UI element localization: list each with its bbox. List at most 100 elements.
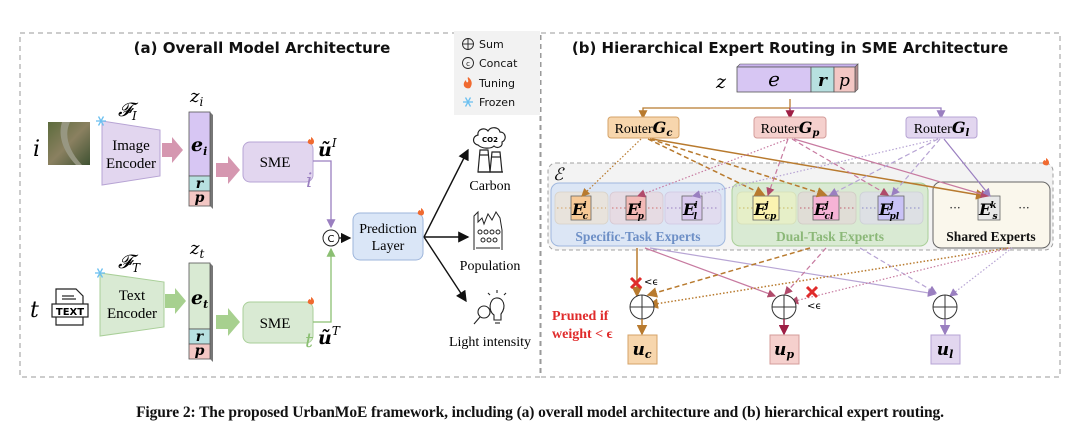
zt-r-symbol: r xyxy=(196,329,205,345)
svg-text:c: c xyxy=(466,60,470,68)
prune-x-icon xyxy=(629,276,643,290)
z-r-symbol: r xyxy=(818,71,828,91)
text-input-symbol: t xyxy=(30,298,39,323)
zi-side xyxy=(210,112,213,209)
route-p-to-Epi xyxy=(636,138,789,198)
route-l-to-Ecl xyxy=(828,138,939,196)
output-uc-label: uc xyxy=(632,340,651,361)
zi-r-symbol: r xyxy=(196,176,205,192)
z-bar-top xyxy=(736,63,859,68)
zt-symbol: zt xyxy=(189,238,204,261)
route-Eli-to-sum-l xyxy=(649,247,937,297)
output-label-light: Light intensity xyxy=(449,335,531,350)
svg-text:RouterGc: RouterGc xyxy=(615,118,673,139)
sme-image-corner: i xyxy=(306,168,312,192)
shared-ellipsis-left: ··· xyxy=(949,201,960,215)
router-c: RouterGc xyxy=(607,116,680,139)
route-p-to-Es xyxy=(793,138,990,198)
route-Es-to-sum-c xyxy=(647,247,1009,309)
output-uc xyxy=(627,334,658,365)
arrow-encoder-to-zt xyxy=(165,288,186,314)
z-p-block xyxy=(833,66,856,93)
arrow-uI-to-concat xyxy=(313,160,336,229)
satellite-image xyxy=(48,122,90,165)
route-c-to-Ecl xyxy=(649,138,828,198)
sum-icon xyxy=(462,38,474,50)
light-intensity-icon xyxy=(473,290,507,325)
expert-c-i xyxy=(570,195,592,221)
route-Es-to-sum-l xyxy=(949,247,1013,297)
sme-text-label: SME xyxy=(260,316,291,332)
sme-image-box xyxy=(242,141,314,183)
snowflake-icon xyxy=(96,116,106,126)
text-encoder xyxy=(99,272,165,337)
route-dual-to-sum-p xyxy=(784,247,827,295)
z-p-symbol: p xyxy=(839,71,850,91)
output-ul xyxy=(930,334,961,365)
fire-icon xyxy=(307,137,315,145)
router-c-label: Router xyxy=(615,122,653,137)
sme-image-label: SME xyxy=(260,155,291,171)
document-label: TEXT xyxy=(56,307,84,318)
zt-p-symbol: p xyxy=(195,343,205,359)
output-up xyxy=(769,334,800,365)
sum-c xyxy=(629,294,655,320)
concat-icon: c xyxy=(462,57,474,69)
image-encoder-label-2: Encoder xyxy=(106,156,156,172)
route-l-to-Epl xyxy=(891,138,941,196)
route-p-to-Epl xyxy=(791,138,890,196)
panel-a: (a) Overall Model Architecture Sum c Con… xyxy=(19,31,541,378)
route-Es-to-sum-p xyxy=(789,247,1011,305)
fire-icon xyxy=(417,208,425,216)
shared-ellipsis-right: ··· xyxy=(1018,201,1029,215)
svg-text:RouterGp: RouterGp xyxy=(761,118,820,139)
expert-cp-j xyxy=(752,195,780,221)
text-encoder-label-2: Encoder xyxy=(107,306,157,322)
sum-l xyxy=(932,294,958,320)
router-l-label: Router xyxy=(914,122,952,137)
prediction-layer xyxy=(352,212,424,261)
prune-note-line-2: weight < ϵ xyxy=(552,327,613,342)
routing-lines-in xyxy=(581,138,991,200)
legend-label-frozen: Frozen xyxy=(479,96,515,109)
z-symbol: z xyxy=(715,71,727,93)
legend-label-tuning: Tuning xyxy=(478,77,515,90)
zi-p-block xyxy=(188,190,211,207)
zt-p-block xyxy=(188,343,211,360)
prune-x-icon xyxy=(805,285,819,299)
z-e-symbol: e xyxy=(768,67,780,91)
arrow-zt-to-sme xyxy=(216,308,240,336)
expert-p-i xyxy=(625,195,647,221)
legend-label-sum: Sum xyxy=(479,38,504,51)
prune-threshold-c: <ϵ xyxy=(644,277,659,288)
carbon-icon xyxy=(472,127,506,173)
image-encoder-symbol: 𝓕I xyxy=(118,99,139,123)
sum-p xyxy=(771,294,797,320)
image-input-symbol: i xyxy=(33,137,40,162)
route-dual-to-sum-l xyxy=(859,247,938,294)
prediction-label-1: Prediction xyxy=(359,222,417,237)
output-label-population: Population xyxy=(460,259,521,274)
panel-b-title: (b) Hierarchical Expert Routing in SME A… xyxy=(572,39,1008,57)
legend: Sum c Concat Tuning Frozen xyxy=(454,31,540,115)
route-c-to-Es xyxy=(651,138,987,200)
image-encoder xyxy=(101,120,161,186)
prune-note-line-1: Pruned if xyxy=(552,309,609,324)
population-icon xyxy=(473,210,503,250)
router-p: RouterGp xyxy=(753,116,827,139)
text-encoder-symbol: 𝓕T xyxy=(118,251,141,275)
route-dual-to-sum-c xyxy=(646,247,811,298)
group-shared-label: Shared Experts xyxy=(946,229,1035,244)
carbon-icon-text: CO2 xyxy=(482,136,498,144)
u-text-symbol: ũT xyxy=(318,324,341,349)
arrow-to-light xyxy=(423,236,467,303)
route-l-to-Es xyxy=(943,138,991,197)
z-e-block xyxy=(736,66,812,93)
output-ul-label: ul xyxy=(937,340,954,361)
